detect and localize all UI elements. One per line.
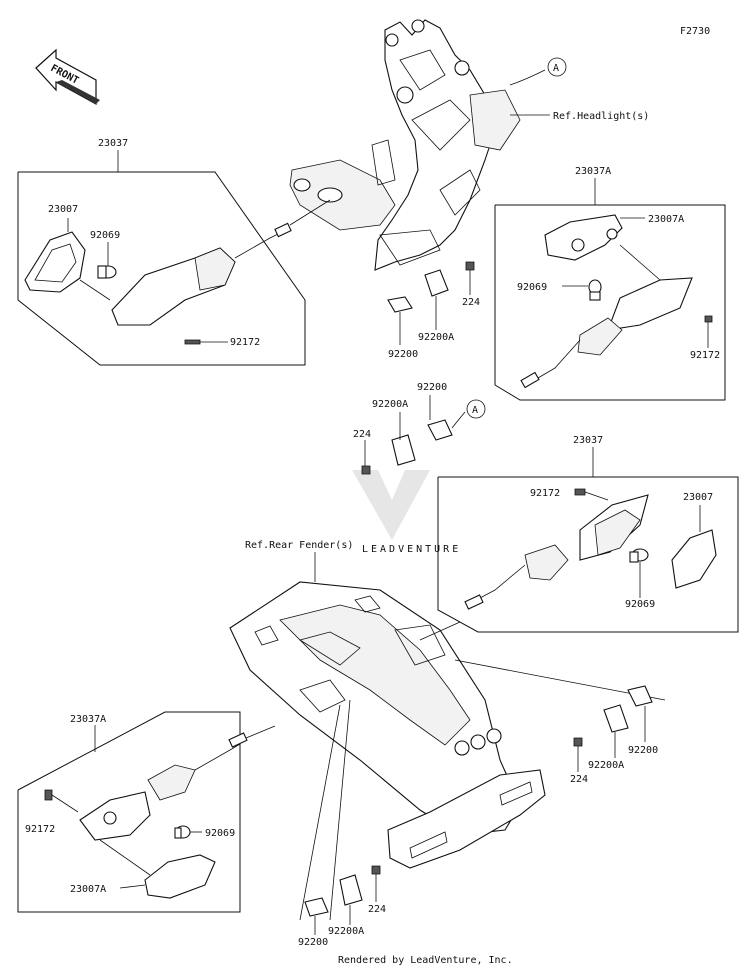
label-23007-mid: 23007 [683, 492, 713, 503]
label-92172-mid: 92172 [530, 488, 560, 499]
mount-hardware-upper [387, 261, 475, 345]
footer-credit: Rendered by LeadVenture, Inc. [338, 955, 513, 966]
label-92200-bot: 92200 [298, 937, 328, 948]
label-224-upper: 224 [462, 297, 480, 308]
label-23037A-top: 23037A [575, 166, 611, 177]
assembly-box-left-rear [17, 711, 241, 913]
label-92069-bot: 92069 [205, 828, 235, 839]
ref-rear-fender-label: Ref.Rear Fender(s) [245, 540, 353, 551]
label-23007-top: 23007 [48, 204, 78, 215]
lens-23007A-bot [144, 854, 216, 899]
mount-hardware-bottom [304, 865, 381, 935]
label-92172-tr: 92172 [690, 350, 720, 361]
lens-23007-mid [671, 529, 717, 589]
label-23037-mid: 23037 [573, 435, 603, 446]
label-92200-upper: 92200 [388, 349, 418, 360]
rear-fender-bracket [229, 581, 546, 869]
label-92172-bot: 92172 [25, 824, 55, 835]
label-23007A-top: 23007A [648, 214, 684, 225]
screw-92172-bot [44, 789, 53, 801]
label-224-rt: 224 [570, 774, 588, 785]
label-92069-tr: 92069 [517, 282, 547, 293]
label-92200-rt: 92200 [628, 745, 658, 756]
connector-label-mid: A [472, 405, 478, 416]
label-92200A-mid: 92200A [372, 399, 408, 410]
label-92200A-bot: 92200A [328, 926, 364, 937]
mount-hardware-mid [361, 395, 453, 475]
label-224-bot: 224 [368, 904, 386, 915]
watermark-text: LEADVENTURE [362, 544, 461, 555]
label-23037A-bot: 23037A [70, 714, 106, 725]
turn-signal-body-right-front [607, 277, 693, 331]
label-23007A-bot: 23007A [70, 884, 106, 895]
label-92200A-rt: 92200A [588, 760, 624, 771]
ref-headlight-label: Ref.Headlight(s) [553, 111, 649, 122]
label-23037-top: 23037 [98, 138, 128, 149]
label-92069-mid: 92069 [625, 599, 655, 610]
screw-92172-top [184, 339, 201, 345]
screw-92172-tr [704, 315, 713, 323]
front-arrow-icon: FRONT [35, 48, 100, 106]
label-224-mid: 224 [353, 429, 371, 440]
assembly-box-right-front [494, 204, 726, 401]
headlight-bracket [289, 19, 521, 271]
connector-label-top: A [553, 63, 559, 74]
label-92069-top: 92069 [90, 230, 120, 241]
assembly-box-right-rear [437, 476, 739, 633]
label-92200-mid: 92200 [417, 382, 447, 393]
diagram-code: F2730 [680, 26, 710, 37]
screw-92172-mid [574, 488, 586, 496]
label-92172-top: 92172 [230, 337, 260, 348]
watermark-logo: LEADVENTURE [352, 470, 461, 555]
assembly-box-left-front [17, 171, 306, 366]
lens-23007-top [24, 231, 86, 293]
mount-hardware-right [573, 685, 653, 772]
label-92200A-upper: 92200A [418, 332, 454, 343]
